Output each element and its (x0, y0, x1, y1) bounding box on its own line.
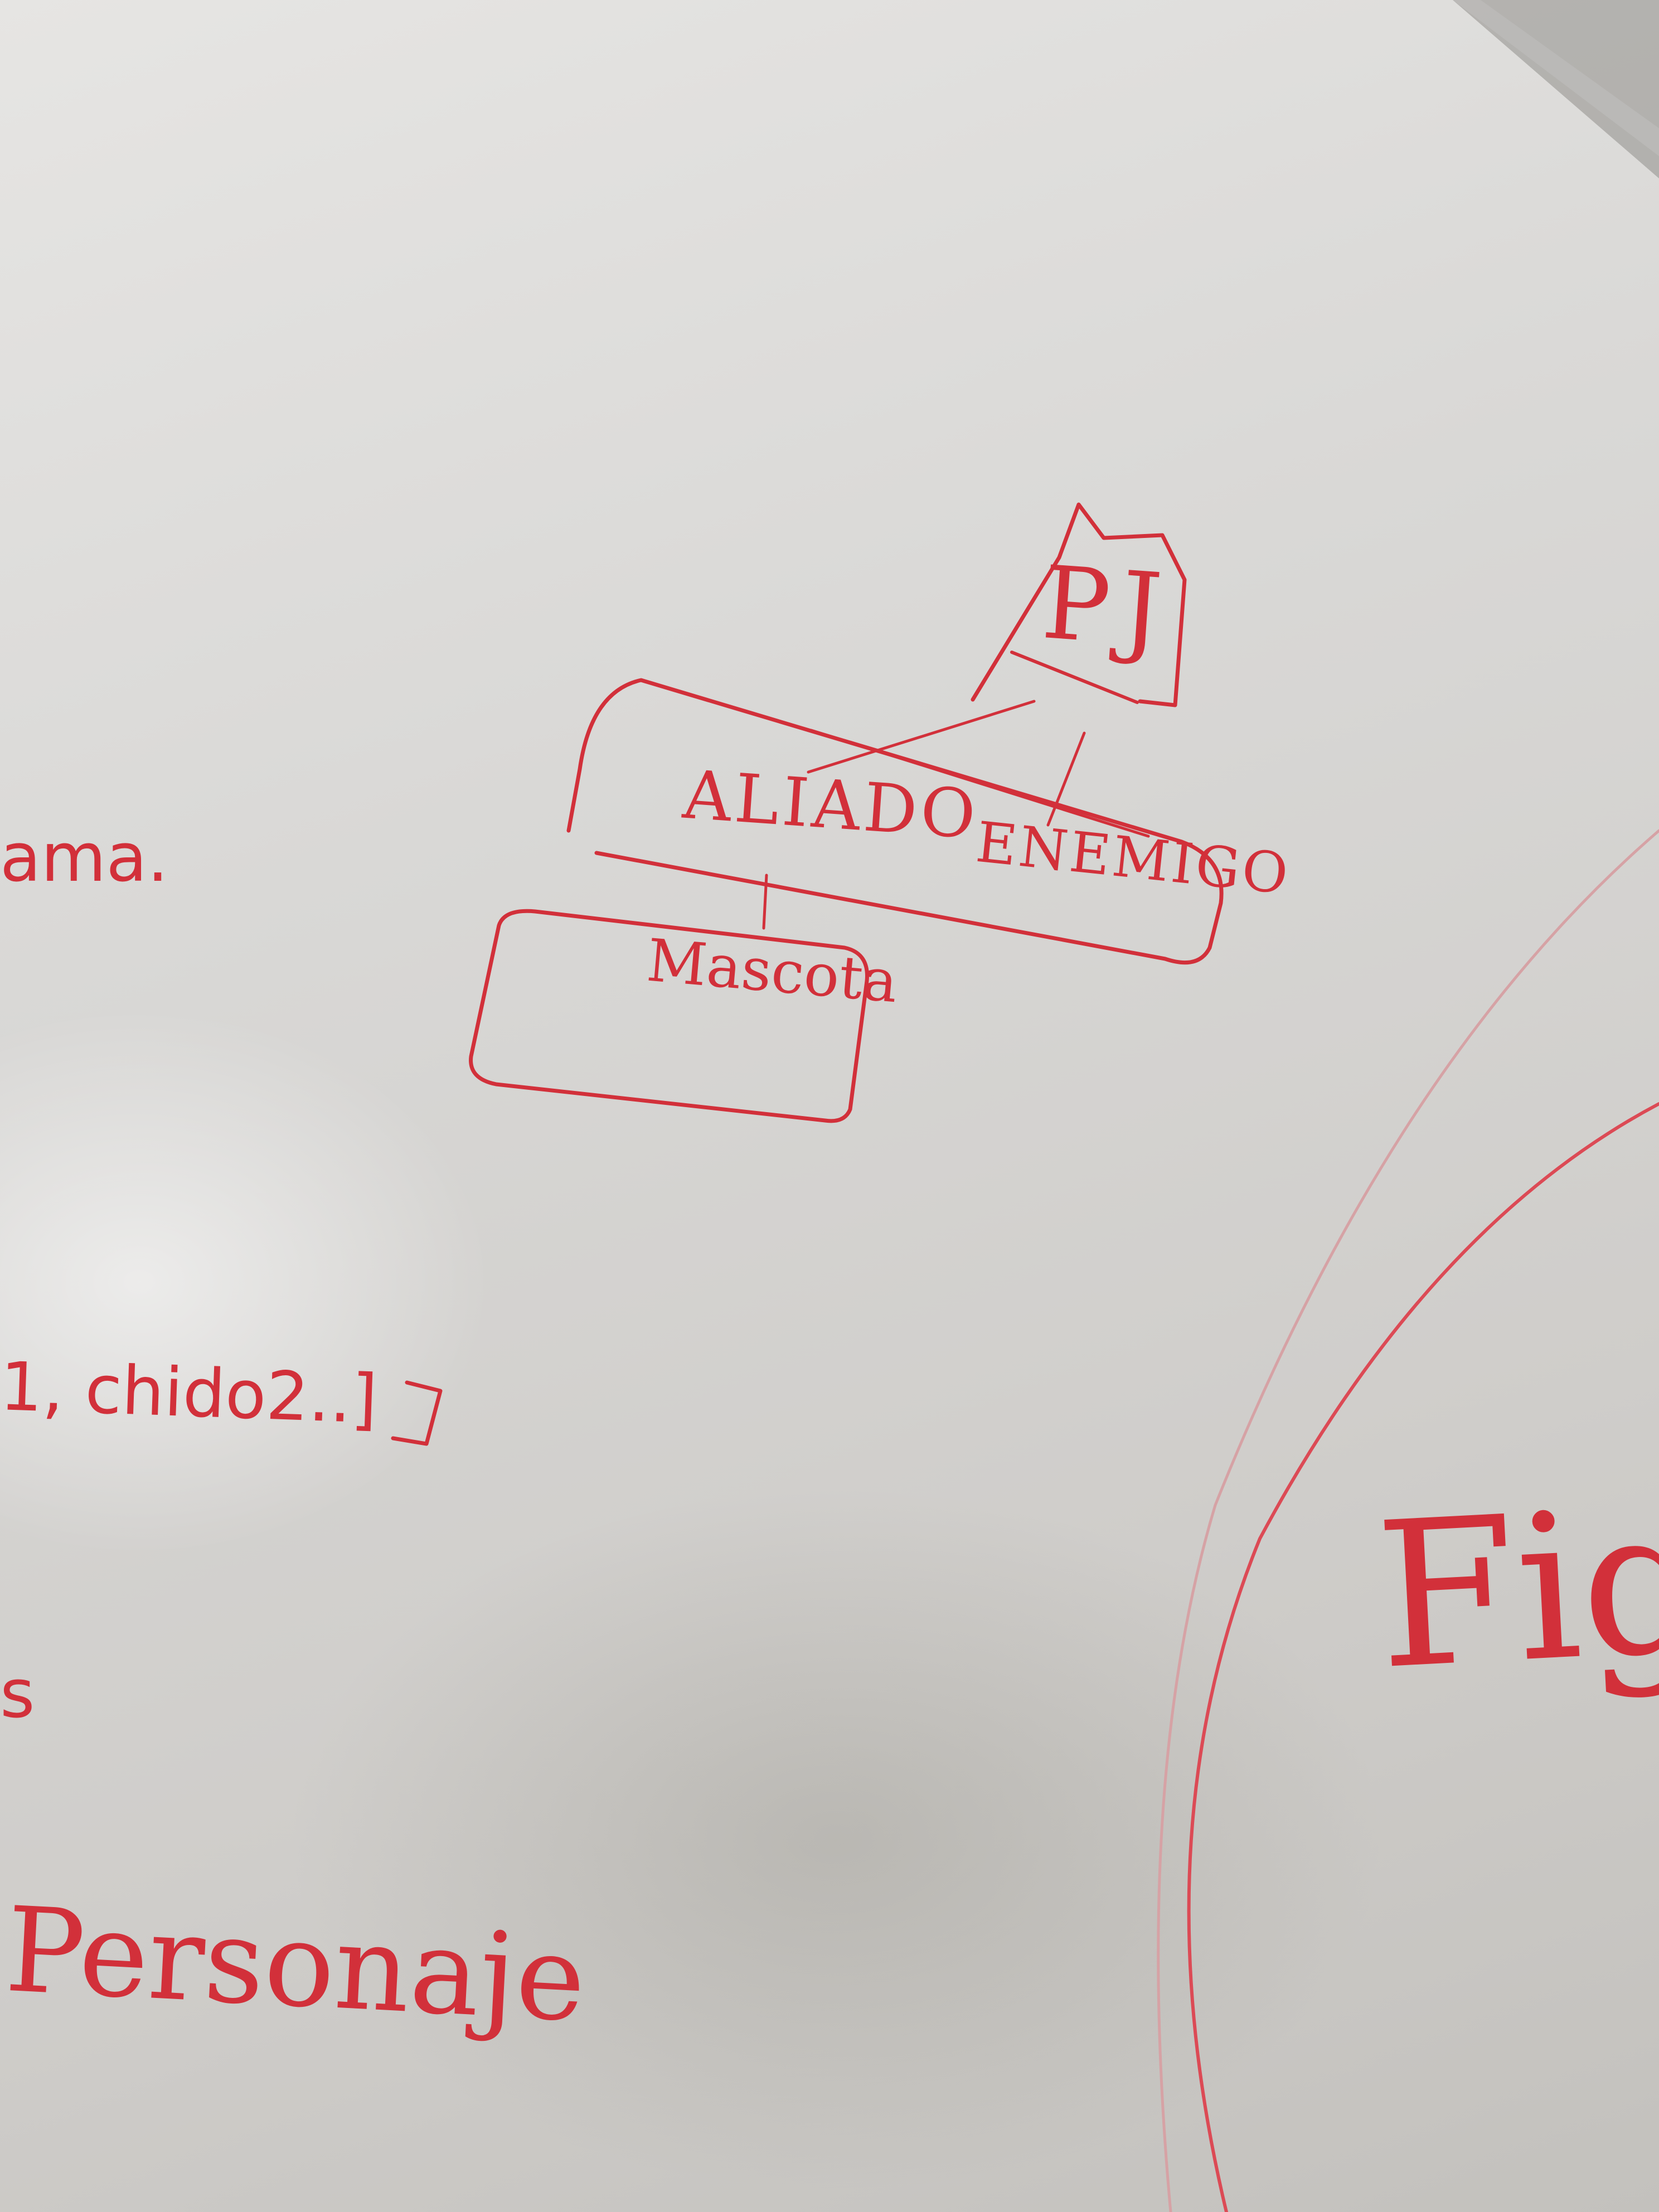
aliado-label: ALIADO (680, 756, 982, 855)
whiteboard-frame-edge (1453, 0, 1659, 178)
left-partial-text-4: Personaje (2, 1881, 589, 2049)
fight-label: Fight (1371, 1452, 1659, 1714)
middle-box (566, 678, 1224, 965)
pj-box (971, 502, 1187, 707)
fight-circle-outer (1157, 829, 1659, 2212)
pj-label: PJ (1039, 545, 1177, 670)
pj-to-aliado-line (807, 700, 1036, 774)
left-partial-text-1: ama. (0, 819, 169, 897)
left-partial-text-2: 1, chido2..] (0, 1348, 379, 1439)
bracket-mark (391, 1380, 443, 1446)
pj-underline (1010, 651, 1139, 704)
mascota-box (469, 909, 869, 1123)
aliado-to-mascota-line (762, 874, 768, 930)
left-partial-text-3: s (0, 1656, 35, 1733)
pj-to-enemigo-line (1046, 731, 1086, 827)
fight-circle-inner (1187, 1102, 1659, 2212)
